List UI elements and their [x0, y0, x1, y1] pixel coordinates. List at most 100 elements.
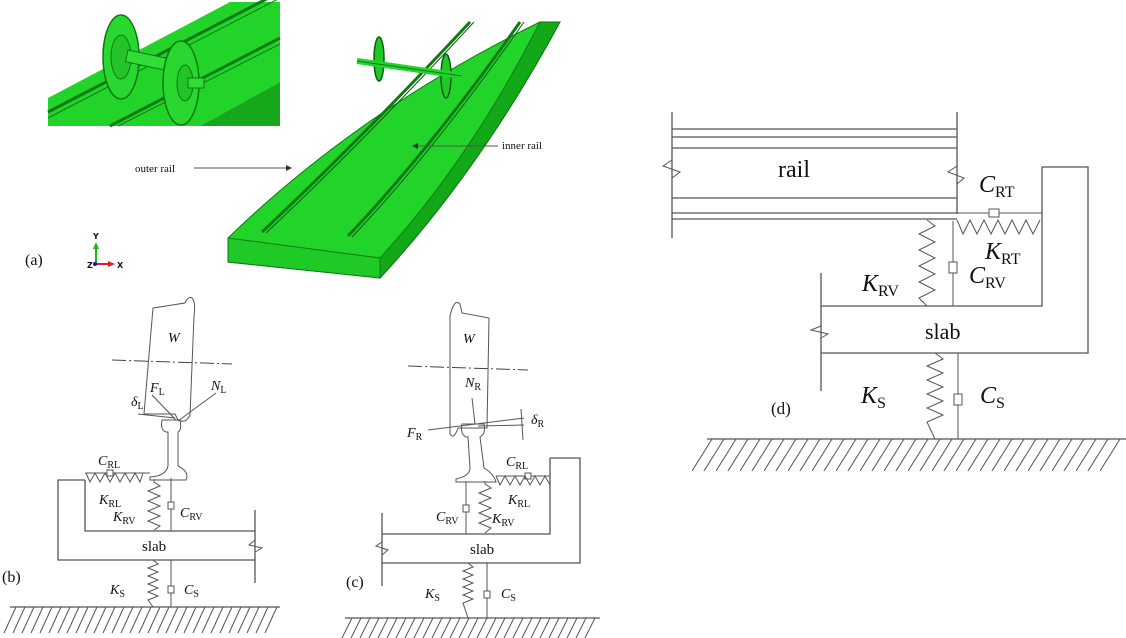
slab-label: slab	[142, 539, 166, 555]
axis-z-label: Z	[87, 261, 93, 270]
C-RV-damper-icon	[462, 504, 470, 513]
panel-d-label: (d)	[771, 399, 791, 418]
hatch-line	[30, 606, 44, 634]
panel-a-label: (a)	[25, 252, 43, 269]
outer-rail-label: outer rail	[135, 163, 175, 175]
N-L-label: NL	[210, 379, 226, 396]
panel-d: rail slab CRT KRT KRV CRV KS CS (d)	[661, 112, 1126, 472]
hatch-line	[156, 606, 170, 634]
rail-break-mark-left	[661, 159, 682, 179]
ground-hatch-d	[691, 438, 1121, 472]
hatch-line	[350, 617, 362, 638]
hatch-line	[485, 617, 497, 638]
hatch-line	[440, 617, 452, 638]
C-RV-damper-icon	[948, 261, 958, 274]
panel-b-label: (b)	[2, 569, 21, 586]
wheel-label: W	[168, 331, 181, 346]
wheel-outline	[143, 297, 196, 422]
hatch-line	[165, 606, 179, 634]
friction-force-line	[151, 394, 177, 421]
hatch-line	[1015, 438, 1037, 472]
K-RL-label: KRL	[507, 493, 530, 510]
hatch-line	[449, 617, 461, 638]
hatch-line	[811, 438, 833, 472]
hatch-line	[102, 606, 116, 634]
hatch-line	[75, 606, 89, 634]
hatch-line	[39, 606, 53, 634]
outer-rail-arrowhead	[286, 165, 292, 171]
hatch-line	[111, 606, 125, 634]
slab-break-mark	[809, 325, 830, 339]
base-L-frame	[57, 479, 255, 561]
hatch-line	[1003, 438, 1025, 472]
hatch-line	[739, 438, 761, 472]
hatch-line	[395, 617, 407, 638]
hatch-line	[575, 617, 587, 638]
K-RV-spring-icon	[917, 219, 937, 307]
rail-break-mark-right	[946, 165, 965, 185]
hatch-line	[895, 438, 917, 472]
hatch-line	[566, 617, 578, 638]
rail-profile	[455, 423, 497, 483]
hatch-line	[467, 617, 479, 638]
ground-hatch-b	[3, 606, 278, 634]
hatch-line	[129, 606, 143, 634]
base-L-frame	[821, 166, 1089, 354]
K-RV-label: KRV	[491, 512, 515, 529]
normal-force-line	[177, 392, 217, 422]
hatch-line	[66, 606, 80, 634]
K-RT-spring-icon	[956, 218, 1041, 236]
hatch-line	[174, 606, 188, 634]
hatch-line	[991, 438, 1013, 472]
hatch-line	[530, 617, 542, 638]
hatch-line	[787, 438, 809, 472]
C-RV-label: CRV	[180, 506, 203, 523]
hatch-line	[264, 606, 278, 634]
hatch-line	[557, 617, 569, 638]
hatch-line	[703, 438, 725, 472]
hatch-line	[192, 606, 206, 634]
rail-profile	[149, 419, 188, 481]
panel-c-label: (c)	[346, 574, 364, 591]
hatch-line	[201, 606, 215, 634]
slab-label: slab	[925, 319, 960, 344]
hatch-line	[847, 438, 869, 472]
hatch-line	[84, 606, 98, 634]
hatch-line	[386, 617, 398, 638]
panel-b: W FL NL δL CRL KRL KRV CRV slab KS CS (b…	[2, 297, 280, 634]
normal-force-line	[471, 397, 476, 425]
hatch-line	[93, 606, 107, 634]
hatch-line	[521, 617, 533, 638]
hatch-line	[368, 617, 380, 638]
hatch-line	[1039, 438, 1061, 472]
hatch-line	[458, 617, 470, 638]
hatch-line	[3, 606, 17, 634]
wheel-outline	[449, 302, 490, 437]
axis-y-label: Y	[92, 232, 99, 241]
hatch-line	[404, 617, 416, 638]
C-RV-label: CRV	[969, 263, 1006, 292]
C-S-damper-icon	[483, 590, 491, 599]
angle-arc-line	[520, 408, 524, 441]
C-S-damper-icon	[167, 585, 175, 594]
hatch-line	[775, 438, 797, 472]
K-S-spring-icon	[146, 559, 160, 608]
hatch-line	[57, 606, 71, 634]
hatch-line	[120, 606, 134, 634]
hatch-line	[377, 617, 389, 638]
axis-x-label: X	[117, 261, 124, 270]
hatch-line	[422, 617, 434, 638]
hatch-line	[691, 438, 713, 472]
hatch-line	[1051, 438, 1073, 472]
C-RL-label: CRL	[506, 455, 528, 472]
hatch-line	[584, 617, 596, 638]
hatch-line	[715, 438, 737, 472]
hatch-line	[1075, 438, 1097, 472]
hatch-line	[183, 606, 197, 634]
rail-body	[661, 112, 965, 238]
slab-break-mark	[374, 541, 390, 556]
K-RL-label: KRL	[98, 493, 121, 510]
axis-triad-icon: Y Z X	[87, 232, 124, 270]
hatch-line	[943, 438, 965, 472]
C-RT-damper-icon	[988, 208, 1000, 218]
